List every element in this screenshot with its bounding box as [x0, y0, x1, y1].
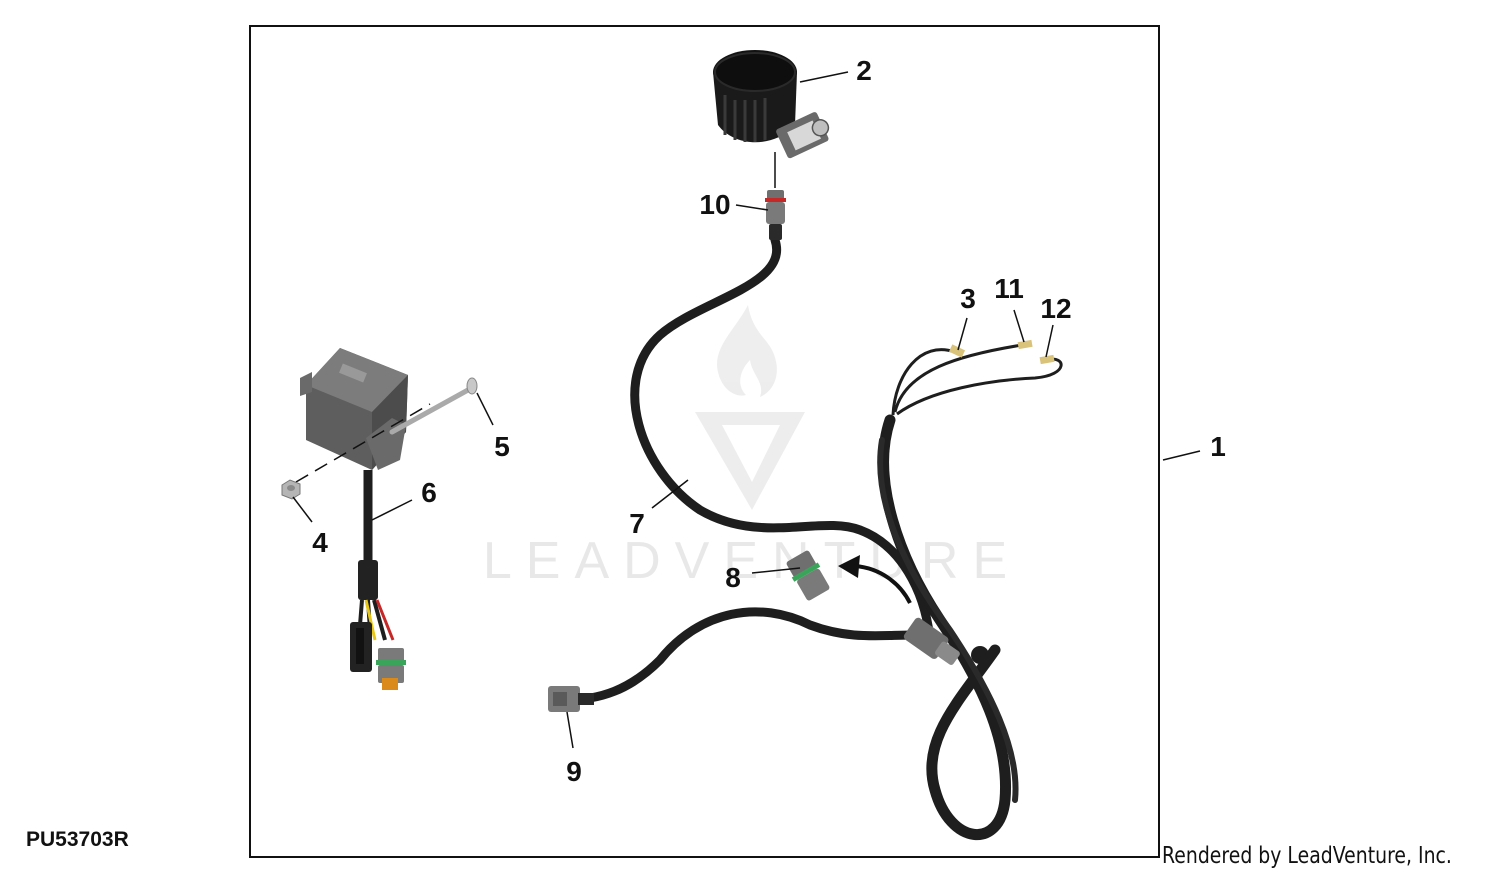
figure-id: PU53703R [26, 828, 129, 851]
lamp-bracket [776, 112, 830, 159]
harness-connector [903, 617, 960, 665]
leader-7 [651, 479, 689, 509]
assembly-arrow [854, 564, 912, 604]
terminal-11 [1017, 339, 1033, 350]
connector-8 [786, 550, 830, 601]
nut [281, 479, 301, 500]
leader-11 [1013, 309, 1025, 343]
callout-labels: 1 2 3 4 5 6 7 8 9 10 11 12 [312, 55, 1226, 787]
controller-module [281, 348, 478, 690]
callout-6: 6 [421, 477, 437, 508]
leader-4 [292, 496, 313, 523]
leader-3 [957, 317, 968, 351]
watermark-flame-icon [717, 305, 777, 397]
leader-2 [799, 71, 849, 83]
watermark: LEADVENTURE [483, 305, 1021, 590]
render-credit: Rendered by LeadVenture, Inc. [1162, 843, 1452, 869]
terminal-wire-3 [891, 348, 956, 416]
watermark-text: LEADVENTURE [483, 532, 1021, 590]
leader-12 [1045, 324, 1054, 358]
terminal-wire-11 [893, 343, 1023, 413]
callout-2: 2 [856, 55, 872, 86]
callout-1: 1 [1210, 431, 1226, 462]
callout-12: 12 [1040, 293, 1071, 324]
leader-5 [476, 392, 494, 426]
callout-4: 4 [312, 527, 328, 558]
controller-connector [376, 648, 406, 690]
harness-trunk-inner [877, 437, 1019, 803]
assembly-arrow-head-icon [838, 555, 860, 578]
callout-9: 9 [566, 756, 582, 787]
callout-7: 7 [629, 508, 645, 539]
lamp-harness [548, 190, 1063, 841]
leader-1 [1162, 450, 1201, 461]
work-lamp [713, 50, 830, 188]
harness-grommet [971, 646, 989, 664]
callout-8: 8 [725, 562, 741, 593]
bolt-head [466, 377, 478, 395]
harness-cable-7 [630, 235, 935, 645]
leader-8 [751, 567, 801, 574]
connector-10 [765, 190, 786, 240]
leader-9 [566, 711, 574, 749]
bolt-axis-line [295, 403, 431, 483]
diagram-frame [249, 25, 1160, 858]
connector-9 [548, 686, 594, 712]
leader-6 [371, 499, 413, 521]
terminal-wire-12 [896, 357, 1063, 416]
callout-5: 5 [494, 431, 510, 462]
harness-cable-9 [560, 607, 920, 705]
callout-3: 3 [960, 283, 976, 314]
callout-10: 10 [699, 189, 730, 220]
watermark-v-icon [695, 412, 805, 510]
terminal-12 [1039, 354, 1055, 365]
terminal-3 [948, 344, 966, 358]
leader-10 [735, 204, 769, 211]
callout-11: 11 [994, 273, 1024, 304]
leader-lines [292, 71, 1201, 749]
